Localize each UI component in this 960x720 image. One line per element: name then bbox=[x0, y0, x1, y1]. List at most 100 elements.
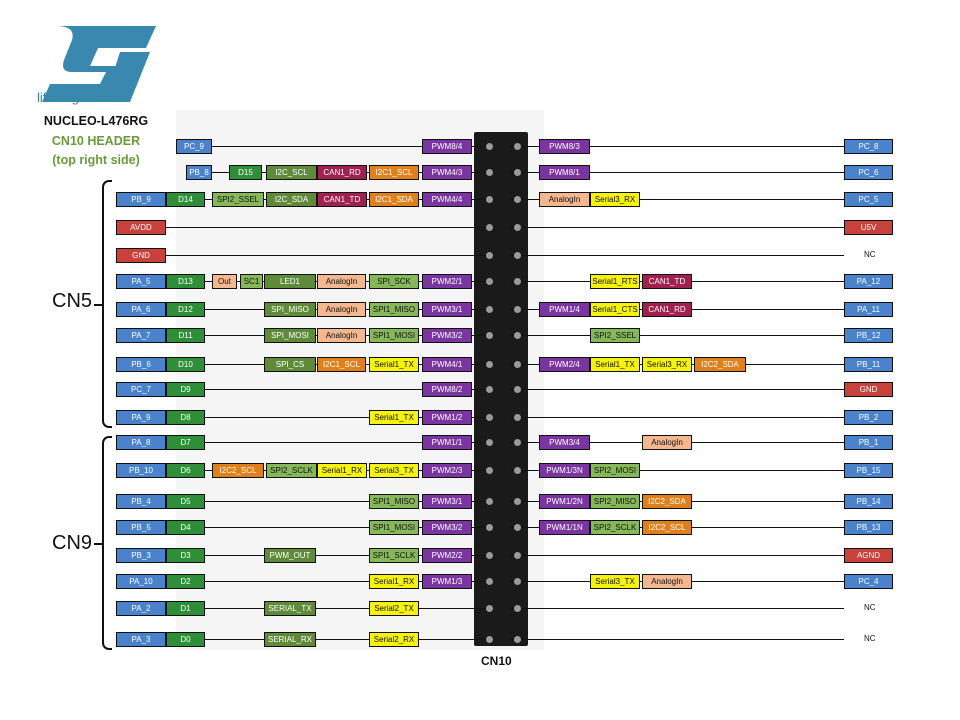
wire-right bbox=[510, 255, 844, 256]
pin-label-left: Serial2_RX bbox=[369, 632, 419, 647]
header-pin-odd bbox=[486, 386, 493, 393]
pin-label-left: PB_5 bbox=[116, 520, 166, 535]
header-pin-odd bbox=[486, 361, 493, 368]
header-pin-odd bbox=[486, 439, 493, 446]
st-logo-icon bbox=[42, 26, 156, 102]
pin-label-left: CAN1_TD bbox=[317, 192, 367, 207]
pin-label-right: PWM8/3 bbox=[539, 139, 590, 154]
pin-label-left: I2C1_SDA bbox=[369, 192, 419, 207]
pin-label-left: D4 bbox=[166, 520, 205, 535]
pin-label-left: PB_10 bbox=[116, 463, 166, 478]
pin-label-right: PWM2/4 bbox=[539, 357, 590, 372]
board-name: NUCLEO-L476RG bbox=[43, 114, 149, 128]
pin-label-left: PA_8 bbox=[116, 435, 166, 450]
header-pin-even bbox=[514, 332, 521, 339]
header-pin-even bbox=[514, 552, 521, 559]
pin-label-left: D0 bbox=[166, 632, 205, 647]
header-pin-odd bbox=[486, 169, 493, 176]
pin-label-right: PWM8/1 bbox=[539, 165, 590, 180]
pin-label-end: PB_14 bbox=[844, 494, 893, 509]
pwm-label-left: PWM1/3 bbox=[422, 574, 472, 589]
pin-label-left: PB_6 bbox=[116, 357, 166, 372]
header-pin-odd bbox=[486, 636, 493, 643]
pin-label-left: PA_5 bbox=[116, 274, 166, 289]
pin-label-left: D1 bbox=[166, 601, 205, 616]
header-pin-even bbox=[514, 414, 521, 421]
pin-label-left: PC_7 bbox=[116, 382, 166, 397]
header-pin-odd bbox=[486, 224, 493, 231]
pin-label-end: GND bbox=[844, 382, 893, 397]
pwm-label-left: PWM4/3 bbox=[422, 165, 472, 180]
wire-right bbox=[510, 555, 844, 556]
cn10-label: CN10 bbox=[481, 654, 512, 668]
pin-label-left: LED1 bbox=[264, 274, 316, 289]
header-pin-even bbox=[514, 143, 521, 150]
pin-label-left: D10 bbox=[166, 357, 205, 372]
pin-label-left: CAN1_RD bbox=[317, 165, 367, 180]
wire-left bbox=[116, 527, 490, 528]
wire-left bbox=[116, 442, 490, 443]
pin-label-right: CAN1_RD bbox=[642, 302, 692, 317]
wire-right bbox=[510, 389, 844, 390]
pin-label-left: D12 bbox=[166, 302, 205, 317]
pin-label-left: SERIAL_TX bbox=[264, 601, 316, 616]
cn9-bracket bbox=[94, 436, 112, 650]
wire-right bbox=[510, 172, 844, 173]
wire-right bbox=[510, 335, 844, 336]
header-pin-odd bbox=[486, 332, 493, 339]
pin-label-left: D2 bbox=[166, 574, 205, 589]
header-pin-even bbox=[514, 224, 521, 231]
header-pin-even bbox=[514, 578, 521, 585]
pin-label-left: Serial1_TX bbox=[369, 410, 419, 425]
pin-label-end: PB_15 bbox=[844, 463, 893, 478]
pin-label-left: I2C1_SCL bbox=[317, 357, 366, 372]
header-pin-even bbox=[514, 524, 521, 531]
pin-label-left: PA_7 bbox=[116, 328, 166, 343]
pin-label-left: D6 bbox=[166, 463, 205, 478]
pin-label-left: Serial1_RX bbox=[317, 463, 367, 478]
header-pin-even bbox=[514, 439, 521, 446]
pin-label-right: PWM1/1N bbox=[539, 520, 590, 535]
pin-label-left: D8 bbox=[166, 410, 205, 425]
pin-label-left: SPI2_SCLK bbox=[266, 463, 317, 478]
pin-label-left: D14 bbox=[166, 192, 205, 207]
pin-label-end: PC_8 bbox=[844, 139, 893, 154]
pin-label-right: Serial3_RX bbox=[590, 192, 640, 207]
pin-label-end: PB_2 bbox=[844, 410, 893, 425]
pwm-label-left: PWM8/2 bbox=[422, 382, 472, 397]
pin-label-end: PB_11 bbox=[844, 357, 893, 372]
pwm-label-left: PWM3/1 bbox=[422, 494, 472, 509]
pwm-label-left: PWM3/2 bbox=[422, 520, 472, 535]
pwm-label-left: PWM4/4 bbox=[422, 192, 472, 207]
cn9-label: CN9 bbox=[52, 532, 93, 554]
wire-left bbox=[116, 417, 490, 418]
pwm-label-left: PWM3/1 bbox=[422, 302, 472, 317]
pin-label-right: SPI2_SCLK bbox=[590, 520, 640, 535]
pin-label-left: PA_10 bbox=[116, 574, 166, 589]
pin-label-left: Out bbox=[212, 274, 237, 289]
pin-label-right: PWM1/4 bbox=[539, 302, 590, 317]
pin-label-left: D3 bbox=[166, 548, 205, 563]
pin-label-right: SPI2_SSEL bbox=[590, 328, 640, 343]
pin-label-right: I2C2_SCL bbox=[642, 520, 692, 535]
pin-label-left: Serial2_TX bbox=[369, 601, 419, 616]
wire-right bbox=[510, 470, 844, 471]
wire-left bbox=[176, 146, 490, 147]
pin-label-right: I2C2_SDA bbox=[642, 494, 692, 509]
pwm-label-left: PWM1/2 bbox=[422, 410, 472, 425]
pin-label-left: PB_8 bbox=[186, 165, 212, 180]
header-pin-even bbox=[514, 386, 521, 393]
header-pin-odd bbox=[486, 278, 493, 285]
header-pin-odd bbox=[486, 252, 493, 259]
pin-label-left: PB_9 bbox=[116, 192, 166, 207]
pin-label-end: PC_4 bbox=[844, 574, 893, 589]
pin-label-left: AnalogIn bbox=[317, 274, 366, 289]
pin-label-left: PB_4 bbox=[116, 494, 166, 509]
pin-label-left: PC_9 bbox=[176, 139, 212, 154]
pin-label-left: AnalogIn bbox=[317, 302, 366, 317]
pin-label-left: PA_2 bbox=[116, 601, 166, 616]
wire-right bbox=[510, 146, 844, 147]
pin-label-left: Serial1_RX bbox=[369, 574, 419, 589]
pwm-label-left: PWM4/1 bbox=[422, 357, 472, 372]
pin-label-left: SPI1_MOSI bbox=[369, 520, 419, 535]
